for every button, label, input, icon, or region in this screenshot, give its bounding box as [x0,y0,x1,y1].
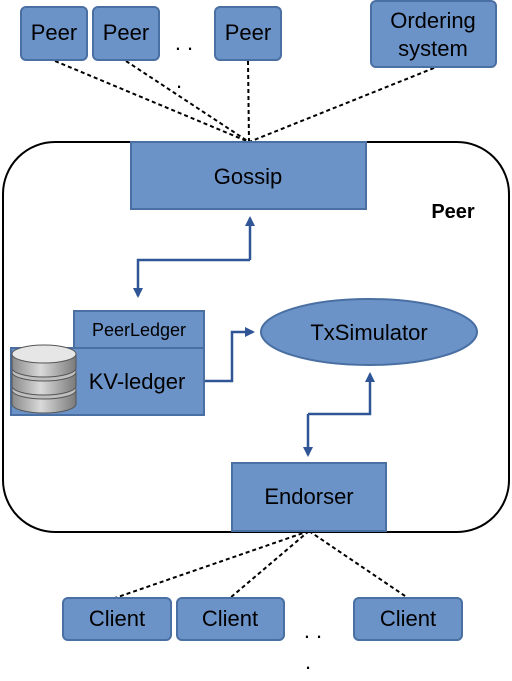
peer-container-label: Peer [431,201,475,223]
link-peer-2-gossip [125,60,250,143]
peer-ledger-box[interactable]: PeerLedger [73,310,205,349]
ordering-system-node[interactable]: Ordering system [370,0,497,68]
bottom-ellipsis-dot: . [305,649,311,674]
client-node-2[interactable]: Client [176,597,285,641]
link-endorser-client-2 [229,530,310,599]
link-ordering-gossip [248,67,435,143]
gossip-label: Gossip [214,164,282,189]
client-node-2-label: Client [202,606,258,631]
peer-node-3[interactable]: Peer [214,6,282,61]
client-node-3[interactable]: Client [353,597,463,641]
kv-ledger-label: KV-ledger [89,369,186,394]
endorser-label: Endorser [264,484,353,509]
ordering-system-label-line2: system [398,36,468,61]
peer-node-2-label: Peer [103,20,149,45]
client-node-3-label: Client [380,606,436,631]
bottom-dotted-links [114,530,409,599]
peer-node-1-label: Peer [31,20,77,45]
client-node-1[interactable]: Client [62,597,172,641]
peer-ledger-label: PeerLedger [92,320,186,340]
bottom-ellipsis: . . [304,618,322,643]
top-ellipsis-dot: . [176,68,182,93]
ordering-system-label-line1: Ordering [390,8,476,33]
link-peer-1-gossip [54,60,250,143]
peer-node-3-label: Peer [225,20,271,45]
top-dotted-links [54,60,435,143]
peer-node-1[interactable]: Peer [20,6,88,61]
database-icon [11,344,77,414]
top-ellipsis: . . [175,30,193,55]
peer-node-2[interactable]: Peer [92,6,160,61]
link-endorser-client-1 [114,530,310,599]
client-node-1-label: Client [89,606,145,631]
gossip-ledger-connector [133,216,255,298]
link-peer-3-gossip [247,60,250,143]
link-endorser-client-3 [308,530,409,599]
tx-simulator-ellipse[interactable]: TxSimulator [260,298,478,366]
gossip-box[interactable]: Gossip [130,141,367,210]
endorser-simulator-connector [303,372,375,457]
tx-simulator-label: TxSimulator [310,320,427,345]
endorser-box[interactable]: Endorser [231,462,387,532]
ledger-simulator-connector [205,327,255,383]
